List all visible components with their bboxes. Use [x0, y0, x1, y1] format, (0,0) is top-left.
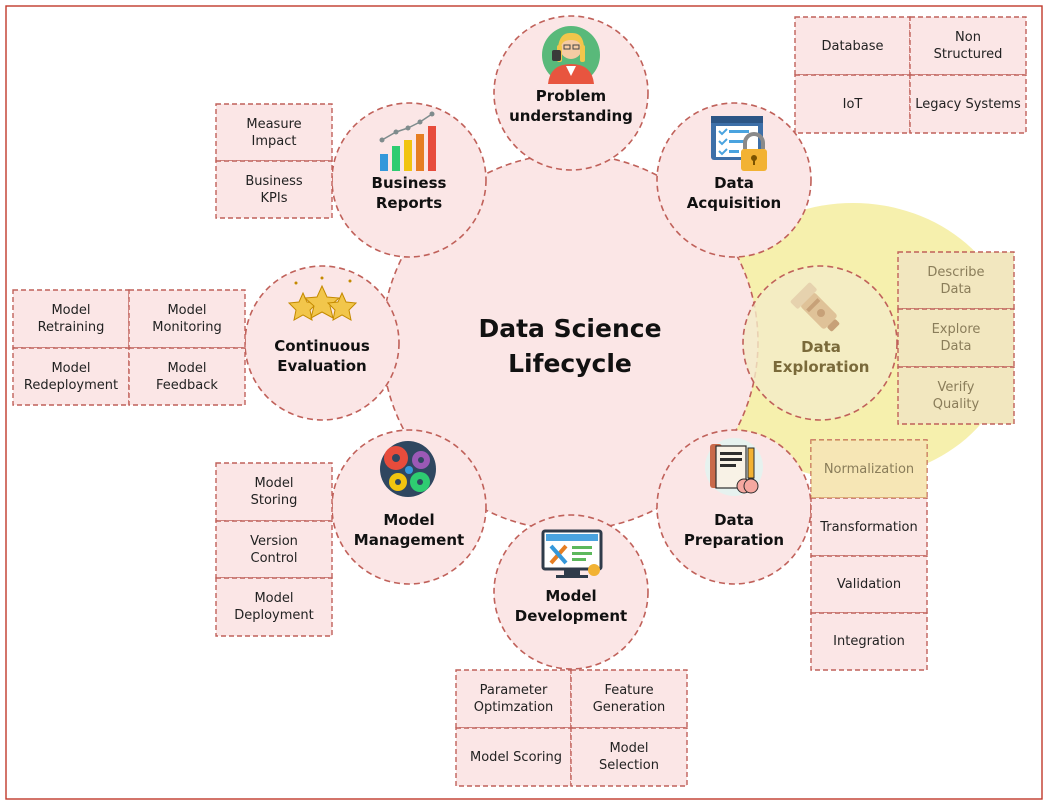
stage-circle-acquisition — [656, 102, 812, 258]
stars-icon — [287, 276, 358, 321]
stage-label-evaluation: Continuous Evaluation — [274, 337, 370, 375]
child-normalization: Normalization — [823, 461, 915, 477]
clipboard-lock-icon — [711, 116, 767, 171]
child-model-redeployment: Model Redeployment — [23, 360, 119, 393]
child-model-deployment: Model Deployment — [234, 591, 314, 623]
child-model-storing: Model Storing — [250, 476, 298, 508]
child-measure-impact: Measure Impact — [246, 116, 302, 149]
stage-label-reports: Business Reports — [371, 174, 447, 212]
child-model-scoring: Model Scoring — [470, 749, 562, 765]
stage-label-preparation: Data Preparation — [683, 511, 785, 549]
diagram-title: Data Science Lifecycle — [478, 314, 662, 378]
child-feature-generation: Feature Generation — [592, 683, 666, 715]
stage-circle-problem — [493, 15, 649, 171]
child-boxes — [12, 16, 1027, 787]
child-legacy-systems: Legacy Systems — [915, 96, 1021, 112]
monitor-tools-icon — [541, 529, 603, 578]
child-non-structured: Non Structured — [933, 30, 1003, 62]
child-version-control: Version Control — [250, 533, 298, 566]
child-iot: IoT — [842, 96, 863, 112]
child-parameter-optimzation: Parameter Optimzation — [473, 683, 554, 715]
outer-frame — [5, 5, 1043, 800]
stage-label-acquisition: Data Acquisition — [686, 174, 782, 212]
stage-label-problem: Problem understanding — [509, 87, 633, 125]
stage-circle-exploration — [742, 265, 898, 421]
gears-icon — [380, 441, 436, 497]
child-model-feedback: Model Feedback — [156, 360, 218, 393]
child-describe-data: Describe Data — [927, 264, 985, 297]
stage-label-management: Model Management — [353, 511, 465, 549]
child-integration: Integration — [833, 634, 905, 649]
child-database: Database — [821, 38, 884, 54]
flashlight-icon — [790, 282, 840, 332]
person-icon — [542, 26, 600, 84]
document-pencil-icon — [705, 438, 763, 496]
child-model-retraining: Model Retraining — [37, 303, 105, 335]
stage-label-exploration: Data Exploration — [772, 338, 870, 376]
child-model-monitoring: Model Monitoring — [152, 303, 222, 335]
child-explore-data: Explore Data — [931, 322, 981, 354]
child-validation: Validation — [836, 577, 902, 592]
stage-circle-development — [493, 514, 649, 670]
child-business-kpis: Business KPIs — [245, 173, 303, 206]
child-transformation: Transformation — [820, 519, 918, 535]
child-verify-quality: Verify Quality — [932, 379, 980, 412]
child-model-selection: Model Selection — [599, 741, 659, 773]
stage-label-development: Model Development — [514, 587, 628, 625]
bar-chart-icon — [379, 111, 436, 171]
